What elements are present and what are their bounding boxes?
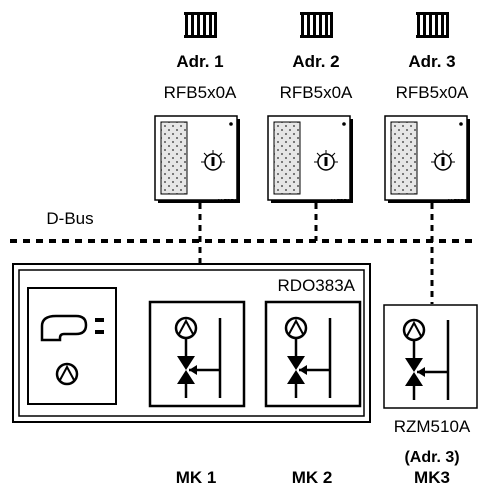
boiler-icon (27, 287, 117, 405)
brand-label: ALERTA (330, 199, 350, 205)
room-unit-1: Adr. 1 RFB5x0A ALERTA (154, 12, 241, 205)
pump-valve-icon (174, 316, 222, 400)
device-address-label: Adr. 1 (176, 52, 223, 71)
extension-model-label: RZM510A (394, 417, 471, 436)
radiator-icon (300, 12, 333, 38)
pump-valve-icon (284, 316, 332, 400)
radiator-icon (184, 12, 217, 38)
extension-address-label: (Adr. 3) (404, 449, 459, 466)
controller-model-label: RDO383A (278, 276, 356, 295)
radiator-icon (416, 12, 449, 38)
room-unit-2: Adr. 2 RFB5x0A ALERTA (267, 12, 354, 205)
thermostat-icon (384, 115, 471, 204)
device-model-label: RFB5x0A (164, 83, 237, 102)
thermostat-icon (154, 115, 241, 204)
controller-box: RDO383A (12, 263, 371, 423)
circuit-label-mk2: MK 2 (292, 468, 333, 487)
circuit-label-mk1: MK 1 (176, 468, 217, 487)
device-address-label: Adr. 3 (408, 52, 455, 71)
extension-module: RZM510A (Adr. 3) (383, 304, 478, 466)
brand-label: ALERTA (447, 199, 467, 205)
circuit-label-mk3: MK3 (414, 468, 450, 487)
device-model-label: RFB5x0A (396, 83, 469, 102)
mixing-circuit-2 (264, 300, 362, 408)
bus-label: D-Bus (46, 209, 93, 228)
pump-valve-icon (402, 318, 450, 402)
device-address-label: Adr. 2 (292, 52, 339, 71)
device-model-label: RFB5x0A (280, 83, 353, 102)
mixing-circuit-1 (148, 300, 246, 408)
room-unit-3: Adr. 3 RFB5x0A ALERTA (384, 12, 471, 205)
thermostat-icon (267, 115, 354, 204)
brand-label: ALERTA (217, 199, 237, 205)
